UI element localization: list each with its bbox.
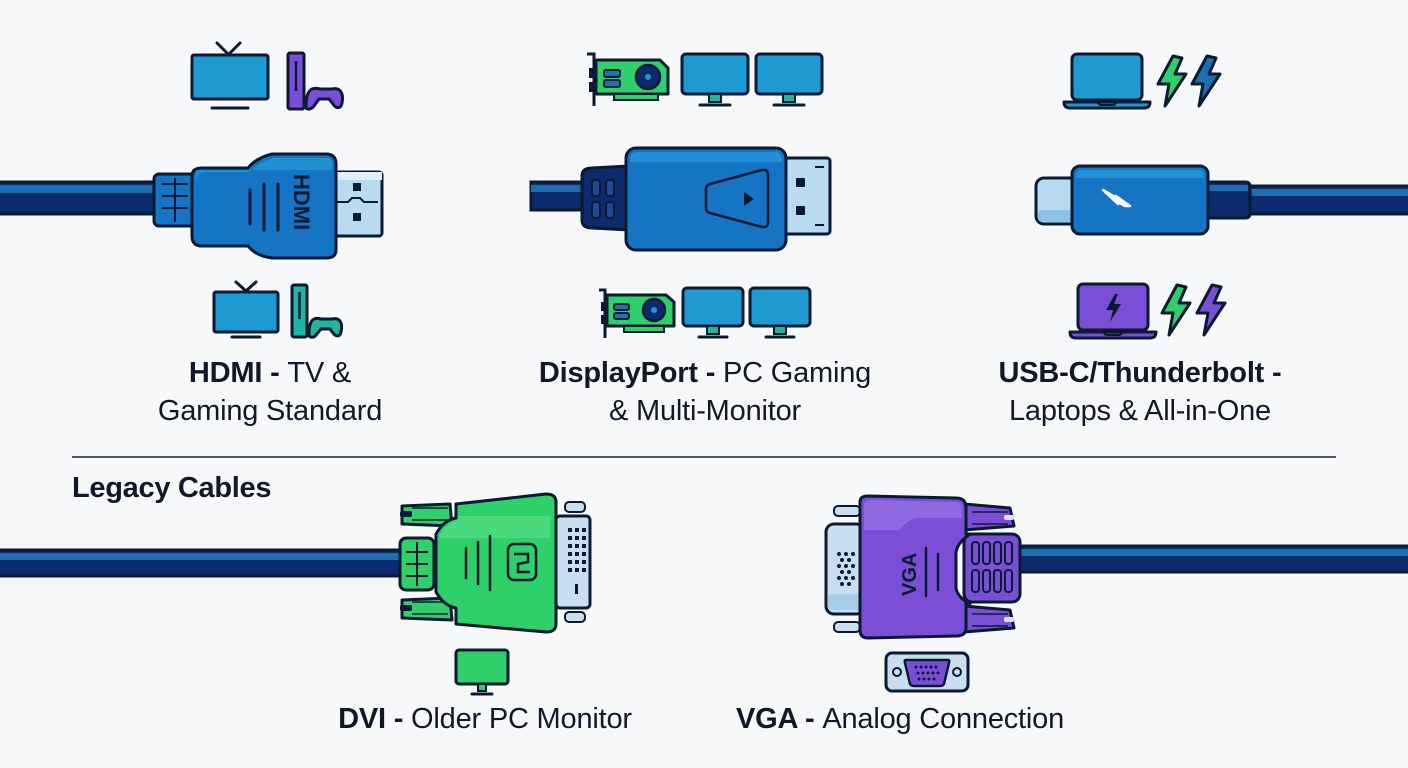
vga-port-icon [884,651,970,693]
tv-icon [212,280,280,339]
displayport-label: DisplayPort - PC Gaming & Multi-Monitor [490,354,920,430]
hdmi-title: HDMI [188,357,263,389]
displayport-title: DisplayPort [538,357,698,389]
lightning-icon [1160,283,1192,337]
laptop-icon [1068,282,1158,340]
vga-label: VGA - Analog Connection [720,700,1156,738]
label-separator: - [1264,357,1282,389]
graphics-card-icon [599,288,676,338]
lightning-icon [1190,54,1222,108]
monitor-icon [681,286,745,339]
monitor-icon [680,52,750,107]
label-separator: - [697,357,724,389]
hdmi-label: HDMI - TV & Gaming Standard [100,354,440,430]
vga-connector-label: VGA [899,553,921,596]
hdmi-cable: HDMI [0,152,384,260]
vga-title: VGA [736,703,798,735]
lightning-icon [1156,54,1188,108]
vga-cable: VGA [824,494,1408,640]
tv-icon [190,41,270,110]
usbc-label: USB-C/Thunderbolt - Laptops & All-in-One [940,354,1340,430]
hdmi-desc-line2: Gaming Standard [157,395,383,427]
hdmi-connector-label: HDMI [289,174,314,230]
label-separator: - [385,703,412,735]
game-console-icon [286,51,344,111]
usbc-cable [1034,164,1408,236]
label-separator: - [262,357,288,389]
displayport-desc-line1: PC Gaming [723,357,872,389]
dvi-cable [0,492,592,634]
graphics-card-icon [587,52,670,106]
thunderbolt-icon [1101,188,1132,208]
monitor-icon [754,52,824,107]
hdmi-desc-line1: TV & [287,357,352,389]
usbc-title: USB-C/Thunderbolt [998,357,1265,389]
vga-desc: Analog Connection [822,703,1065,735]
monitor-icon [454,648,510,696]
dvi-title: DVI [338,703,386,735]
dvi-label: DVI - Older PC Monitor [300,700,670,738]
displayport-desc-line2: & Multi-Monitor [609,395,801,427]
legacy-section-title: Legacy Cables [72,472,272,504]
label-separator: - [797,703,823,735]
monitor-icon [748,286,812,339]
section-divider [72,456,1336,458]
lightning-icon [1195,283,1227,337]
usbc-desc-line2: Laptops & All-in-One [1009,395,1271,427]
dvi-desc: Older PC Monitor [411,703,632,735]
laptop-icon [1062,52,1152,110]
displayport-cable [529,146,832,252]
game-console-icon [290,283,344,339]
